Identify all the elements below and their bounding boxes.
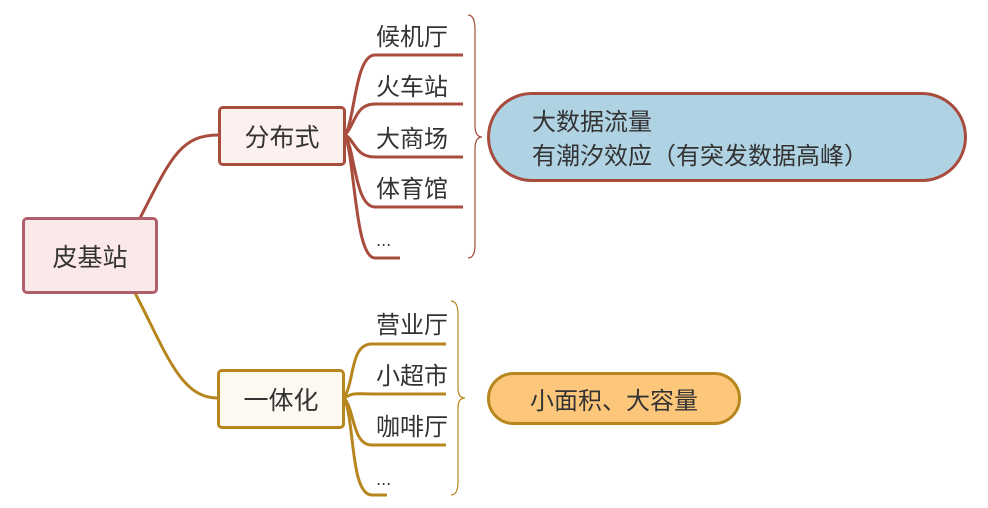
connectors-distributed — [343, 53, 463, 260]
leaf-node[interactable]: 大商场 — [376, 125, 448, 153]
leaf-node[interactable]: 火车站 — [376, 73, 448, 101]
summary-integrated[interactable]: 小面积、大容量 — [487, 372, 741, 425]
leaf-node[interactable]: 营业厅 — [376, 311, 448, 339]
connectors-integrated — [342, 342, 446, 497]
root-node[interactable]: 皮基站 — [22, 217, 158, 294]
leaf-node[interactable]: 小超市 — [376, 362, 448, 390]
brace-distributed — [467, 14, 483, 259]
leaf-node[interactable]: 咖啡厅 — [376, 413, 448, 441]
branch-node-distributed[interactable]: 分布式 — [218, 106, 346, 166]
summary-line: 大数据流量 — [532, 108, 652, 136]
brace-integrated — [450, 300, 466, 496]
root-label: 皮基站 — [52, 242, 128, 272]
summary-line: 有潮汐效应（有突发数据高峰） — [532, 142, 868, 170]
branch-label: 分布式 — [244, 123, 320, 152]
branch-label: 一体化 — [243, 386, 319, 415]
leaf-node[interactable]: ... — [376, 470, 392, 489]
branch-node-integrated[interactable]: 一体化 — [217, 369, 345, 429]
connector-root-distributed — [138, 133, 219, 219]
connector-root-integrated — [133, 292, 218, 400]
leaf-node[interactable]: ... — [376, 231, 392, 250]
leaf-node[interactable]: 体育馆 — [376, 175, 448, 203]
summary-line: 小面积、大容量 — [530, 387, 698, 415]
leaf-node[interactable]: 候机厅 — [376, 23, 448, 51]
summary-distributed[interactable]: 大数据流量 有潮汐效应（有突发数据高峰） — [487, 92, 967, 182]
